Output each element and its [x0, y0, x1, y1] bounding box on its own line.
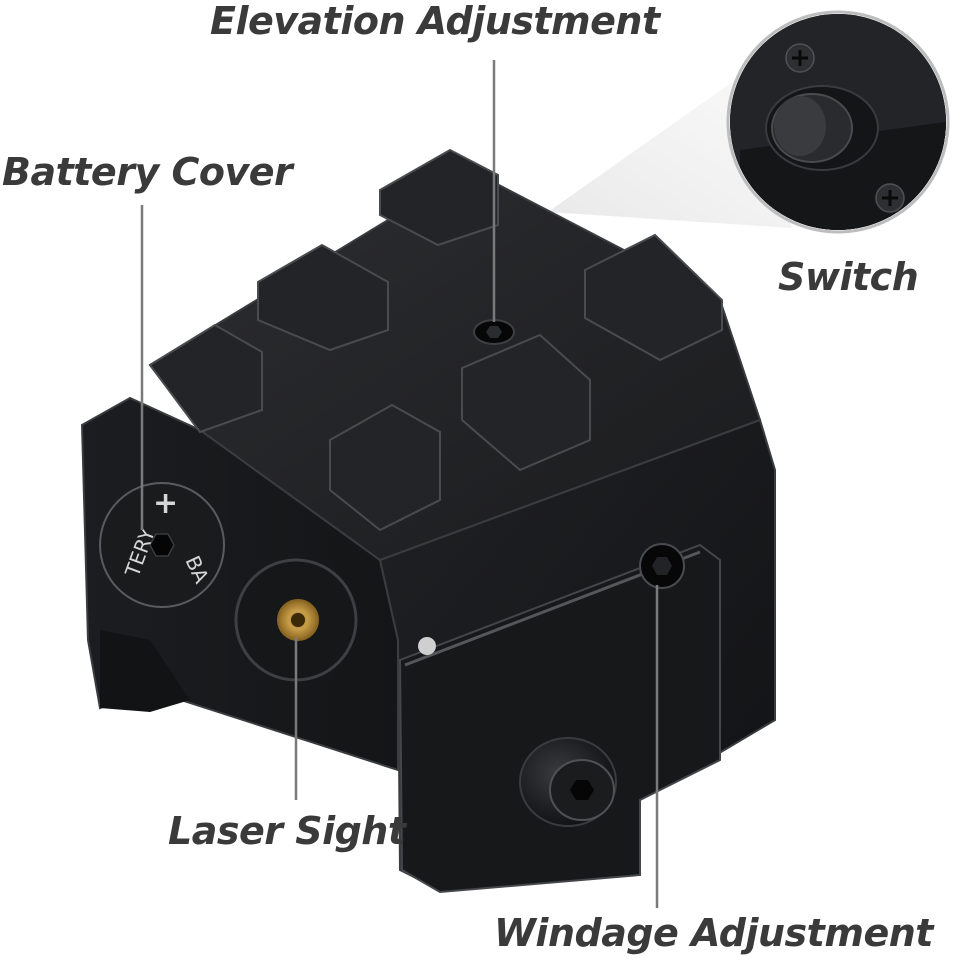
rail-rib	[329, 403, 441, 532]
leader-lines	[140, 60, 659, 908]
label-laser-sight: Laser Sight	[168, 809, 406, 853]
label-windage-adjustment: Windage Adjustment	[494, 911, 933, 955]
rail-rib	[584, 233, 723, 362]
rail-rib	[257, 243, 389, 352]
body-left-leg	[100, 630, 190, 712]
windage-hex-icon	[652, 557, 672, 575]
hinge-pin	[418, 637, 436, 655]
laser-lens	[291, 613, 305, 627]
label-switch: Switch	[778, 255, 919, 299]
switch-inset	[726, 10, 950, 234]
battery-hex-icon	[149, 533, 175, 557]
picatinny-rail	[148, 148, 723, 532]
switch-button-top	[774, 96, 826, 156]
rail-rib	[379, 148, 499, 247]
windage-clamp-block	[398, 543, 721, 894]
rail-rib	[461, 333, 591, 472]
clamp-knob-hex-icon	[570, 780, 594, 800]
rail-rib	[148, 323, 263, 434]
label-battery-cover: Battery Cover	[2, 150, 293, 194]
clamp-knob	[519, 737, 617, 827]
elevation-hex-icon	[486, 326, 502, 338]
screw-icon	[785, 43, 815, 73]
screw-icon	[875, 183, 905, 213]
label-elevation-adjustment: Elevation Adjustment	[210, 0, 660, 43]
switch-inset-ring	[726, 10, 950, 234]
battery-plus-icon: +	[153, 486, 178, 521]
